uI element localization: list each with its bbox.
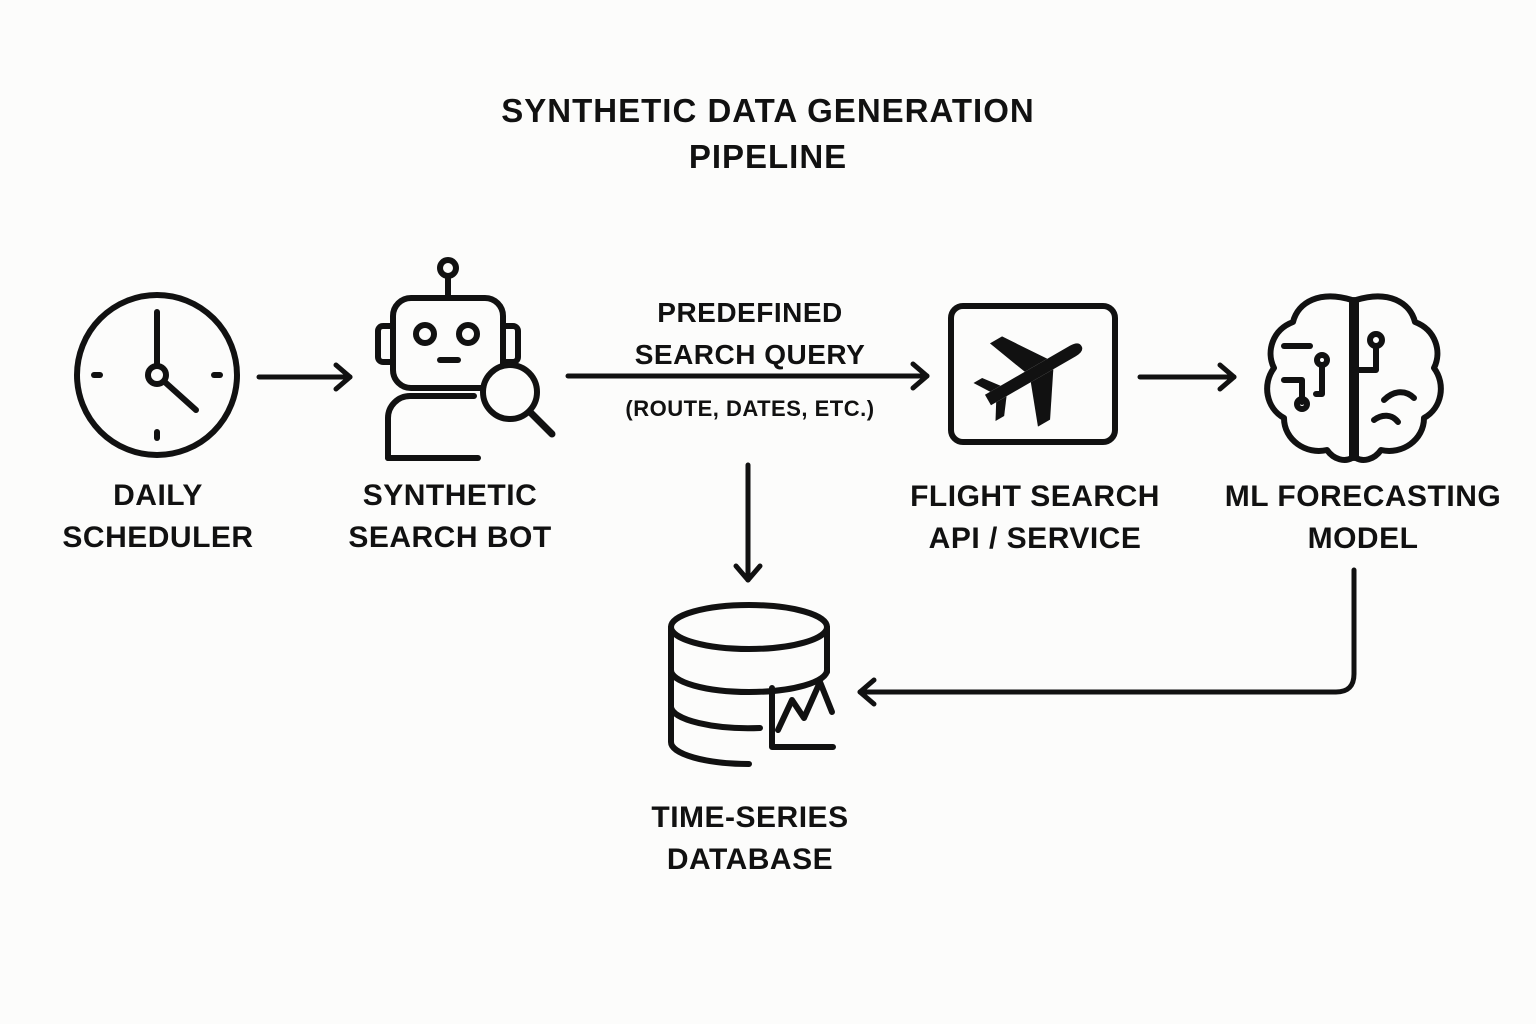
- api-label-line-1: FLIGHT SEARCH: [910, 480, 1160, 513]
- diagram-title-line-1: SYNTHETIC DATA GENERATION: [501, 92, 1035, 129]
- diagram-title-line-2: PIPELINE: [688, 138, 848, 175]
- database-label: TIME-SERIES DATABASE: [600, 797, 900, 881]
- arrow-api-to-model: [1137, 362, 1237, 392]
- query-edge-sublabel: (ROUTE, DATES, ETC.): [625, 396, 875, 421]
- model-label-line-2: MODEL: [1307, 522, 1419, 555]
- arrow-bot-to-api: [565, 361, 930, 391]
- arrow-scheduler-to-bot: [256, 362, 353, 392]
- api-label-line-2: API / SERVICE: [928, 522, 1142, 555]
- query-edge-label-line-2: SEARCH QUERY: [634, 339, 866, 370]
- database-chart-icon: [668, 602, 836, 767]
- model-label: ML FORECASTING MODEL: [1206, 476, 1520, 560]
- query-edge-label-main: PREDEFINED SEARCH QUERY: [580, 292, 920, 376]
- api-label: FLIGHT SEARCH API / SERVICE: [885, 476, 1185, 560]
- arrow-bot-to-database: [733, 462, 763, 583]
- bot-label-line-2: SEARCH BOT: [348, 521, 552, 554]
- bot-label-line-1: SYNTHETIC: [362, 479, 538, 512]
- scheduler-label: DAILY SCHEDULER: [30, 475, 286, 559]
- scheduler-label-line-1: DAILY: [113, 479, 203, 512]
- arrow-model-to-database: [857, 567, 1357, 707]
- bot-label: SYNTHETIC SEARCH BOT: [320, 475, 580, 559]
- brain-icon: [1264, 293, 1444, 463]
- diagram-title: SYNTHETIC DATA GENERATION PIPELINE: [0, 88, 1536, 180]
- clock-icon: [74, 292, 240, 458]
- database-label-line-1: TIME-SERIES: [651, 801, 849, 834]
- query-edge-label: PREDEFINED SEARCH QUERY (ROUTE, DATES, E…: [580, 292, 920, 424]
- robot-search-icon: [375, 257, 556, 461]
- query-edge-label-line-1: PREDEFINED: [657, 297, 843, 328]
- scheduler-label-line-2: SCHEDULER: [62, 521, 254, 554]
- airplane-icon: [948, 303, 1118, 445]
- database-label-line-2: DATABASE: [666, 843, 834, 876]
- model-label-line-1: ML FORECASTING: [1224, 480, 1502, 513]
